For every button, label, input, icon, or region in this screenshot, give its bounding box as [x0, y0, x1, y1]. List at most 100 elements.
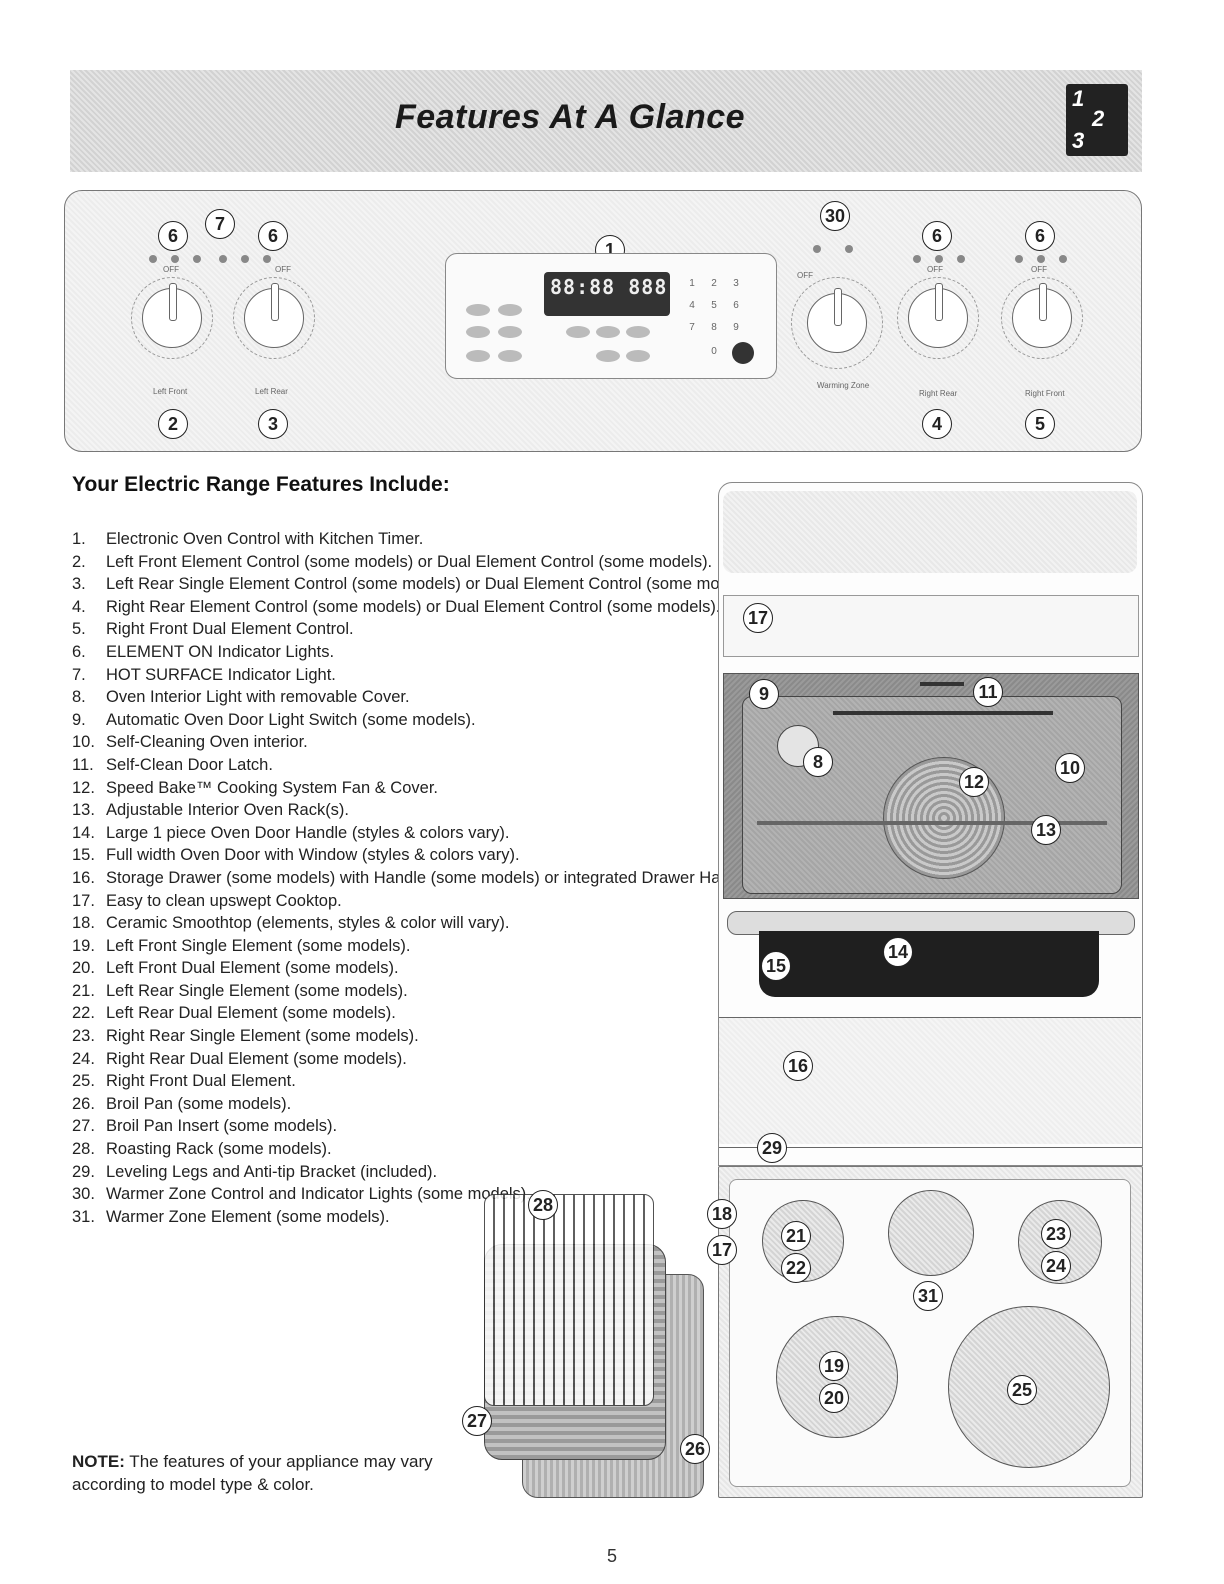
- feature-number: 11.: [72, 755, 94, 774]
- dial-ring: [897, 277, 979, 359]
- feature-item: 11.Self-Clean Door Latch.: [72, 754, 870, 777]
- feature-number: 21.: [72, 981, 95, 1000]
- feature-item: 2.Left Front Element Control (some model…: [72, 551, 870, 574]
- callout-23: 23: [1041, 1219, 1071, 1249]
- oven-function-button[interactable]: [596, 326, 620, 338]
- cooktop-illustration: 18 17 21 22 23 24 31 19 20 25: [707, 1166, 1143, 1498]
- feature-number: 29.: [72, 1162, 95, 1181]
- indicator-light: [171, 255, 179, 263]
- indicator-light: [1037, 255, 1045, 263]
- feature-item: 10.Self-Cleaning Oven interior.: [72, 731, 870, 754]
- callout-17: 17: [707, 1235, 737, 1265]
- keypad-key[interactable]: 9: [733, 322, 739, 333]
- warmer-zone-knob[interactable]: [807, 288, 867, 353]
- header-banner: Features At A Glance 1 2 3: [70, 70, 1142, 172]
- callout-27: 27: [462, 1406, 492, 1436]
- feature-item: 9.Automatic Oven Door Light Switch (some…: [72, 709, 870, 732]
- feature-text: Left Rear Single Element Control (some m…: [106, 575, 760, 594]
- oven-function-button[interactable]: [466, 326, 490, 338]
- feature-item: 4.Right Rear Element Control (some model…: [72, 596, 870, 619]
- left-rear-knob[interactable]: [244, 283, 304, 348]
- knob-off-label: OFF: [163, 265, 179, 274]
- left-front-knob[interactable]: [142, 283, 202, 348]
- callout-7: 7: [205, 209, 235, 239]
- door-latch: [920, 682, 964, 686]
- feature-number: 16.: [72, 868, 95, 887]
- feature-item: 28.Roasting Rack (some models).: [72, 1138, 870, 1161]
- feature-text: Easy to clean upswept Cooktop.: [106, 891, 342, 910]
- indicator-light: [219, 255, 227, 263]
- feature-item: 21.Left Rear Single Element (some models…: [72, 980, 870, 1003]
- feature-text: Warmer Zone Element (some models).: [106, 1207, 390, 1226]
- feature-text: Self-Cleaning Oven interior.: [106, 733, 308, 752]
- feature-number: 27.: [72, 1117, 95, 1136]
- keypad-key[interactable]: 8: [711, 322, 717, 333]
- feature-item: 18.Ceramic Smoothtop (elements, styles &…: [72, 912, 870, 935]
- oven-function-button[interactable]: [466, 304, 490, 316]
- callout-12: 12: [959, 767, 989, 797]
- callout-8: 8: [803, 747, 833, 777]
- right-rear-knob[interactable]: [908, 283, 968, 348]
- feature-text: Automatic Oven Door Light Switch (some m…: [106, 710, 476, 729]
- left-front-label: Left Front: [153, 387, 188, 396]
- oven-element: [833, 711, 1053, 715]
- feature-item: 23.Right Rear Single Element (some model…: [72, 1025, 870, 1048]
- callout-25: 25: [1007, 1375, 1037, 1405]
- feature-number: 20.: [72, 959, 95, 978]
- callout-11: 11: [973, 677, 1003, 707]
- feature-number: 6.: [72, 642, 86, 661]
- feature-item: 24.Right Rear Dual Element (some models)…: [72, 1048, 870, 1071]
- feature-text: Storage Drawer (some models) with Handle…: [106, 868, 870, 887]
- dial-ring: [1001, 277, 1083, 359]
- feature-text: Left Rear Dual Element (some models).: [106, 1004, 396, 1023]
- feature-number: 1.: [72, 530, 86, 548]
- feature-item: 3.Left Rear Single Element Control (some…: [72, 573, 870, 596]
- oven-function-button[interactable]: [498, 326, 522, 338]
- indicator-light: [149, 255, 157, 263]
- start-button[interactable]: [732, 342, 754, 364]
- feature-text: Electronic Oven Control with Kitchen Tim…: [106, 530, 424, 548]
- oven-function-button[interactable]: [498, 304, 522, 316]
- keypad-key[interactable]: 5: [711, 300, 717, 311]
- feature-text: ELEMENT ON Indicator Lights.: [106, 642, 335, 661]
- knob-off-label: OFF: [927, 265, 943, 274]
- keypad-key[interactable]: 4: [689, 300, 695, 311]
- feature-number: 28.: [72, 1140, 95, 1159]
- feature-item: 8.Oven Interior Light with removable Cov…: [72, 686, 870, 709]
- oven-interior: [723, 673, 1139, 899]
- mini-control-panel: [723, 491, 1137, 573]
- oven-function-button[interactable]: [626, 350, 650, 362]
- callout-31: 31: [913, 1281, 943, 1311]
- feature-number: 22.: [72, 1004, 95, 1023]
- leveling-legs: [719, 1147, 1142, 1156]
- callout-28: 28: [528, 1190, 558, 1220]
- callout-20: 20: [819, 1383, 849, 1413]
- keypad-key[interactable]: 0: [711, 346, 717, 357]
- feature-text: Right Rear Element Control (some models)…: [106, 597, 721, 616]
- oven-function-button[interactable]: [466, 350, 490, 362]
- warmer-zone-element: [888, 1190, 974, 1276]
- right-front-knob[interactable]: [1012, 283, 1072, 348]
- feature-item: 17.Easy to clean upswept Cooktop.: [72, 890, 870, 913]
- oven-function-button[interactable]: [566, 326, 590, 338]
- feature-text: Large 1 piece Oven Door Handle (styles &…: [106, 823, 510, 842]
- feature-item: 27.Broil Pan Insert (some models).: [72, 1115, 870, 1138]
- range-illustration: 17 9 11 8 10 12 13 14 15 16 29: [718, 482, 1143, 1166]
- electronic-oven-control: 88:88 888 1 2 3 4 5 6 7 8 9 0: [445, 253, 777, 379]
- section-title: Your Electric Range Features Include:: [72, 473, 450, 496]
- feature-item: 16. Storage Drawer (some models) with Han…: [72, 867, 870, 890]
- keypad-key[interactable]: 2: [711, 278, 717, 289]
- keypad-key[interactable]: 3: [733, 278, 739, 289]
- callout-10: 10: [1055, 753, 1085, 783]
- feature-text: Speed Bake™ Cooking System Fan & Cover.: [106, 778, 438, 797]
- dial-ring: [791, 277, 883, 369]
- callout-24: 24: [1041, 1251, 1071, 1281]
- keypad-key[interactable]: 7: [689, 322, 695, 333]
- keypad-key[interactable]: 6: [733, 300, 739, 311]
- oven-function-button[interactable]: [596, 350, 620, 362]
- feature-number: 13.: [72, 801, 95, 820]
- oven-function-button[interactable]: [498, 350, 522, 362]
- oven-function-button[interactable]: [626, 326, 650, 338]
- keypad-key[interactable]: 1: [689, 278, 695, 289]
- feature-number: 7.: [72, 665, 86, 684]
